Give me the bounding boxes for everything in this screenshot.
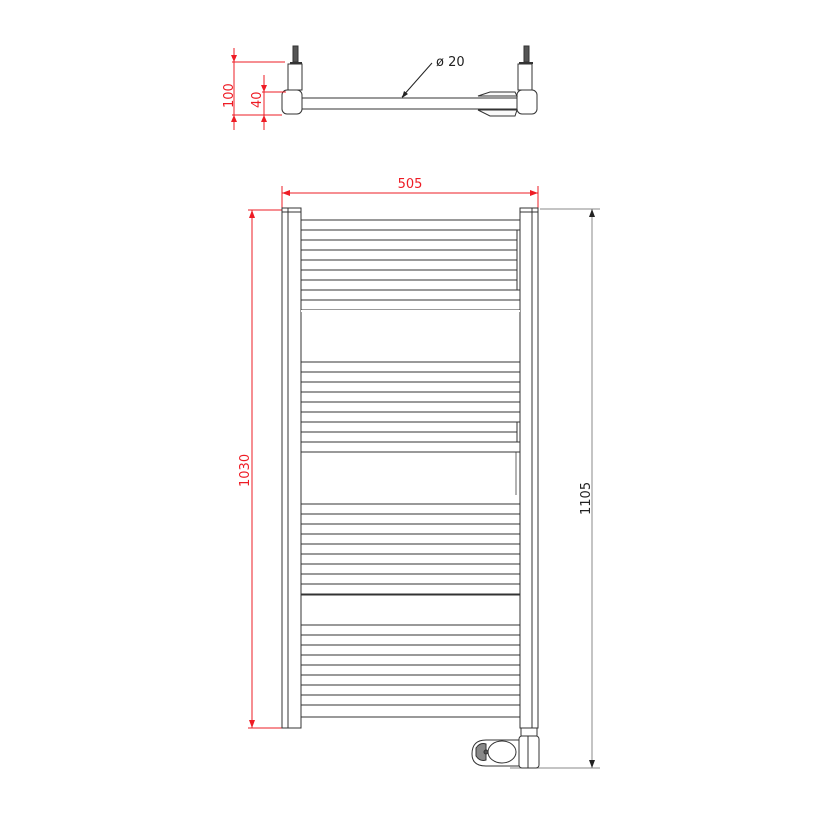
pipe-diameter-label: ø 20 [436,55,465,70]
pipe-diameter-leader: ø 20 [401,55,465,98]
left-wall-bracket [281,45,303,115]
depth-dimension: 100 [222,48,285,130]
total-height-dimension: 1105 [510,208,600,769]
width-dimension: 505 [281,177,539,210]
rail-height-dimension: 1030 [238,209,282,729]
right-wall-bracket [516,45,538,115]
left-rail [281,207,302,729]
top-pipe [301,91,518,117]
towel-bars [300,219,521,718]
front-view: 505 1030 1105 [238,177,600,769]
heating-element [471,727,540,769]
depth-label: 100 [222,83,237,108]
width-label: 505 [398,177,423,192]
total-height-label: 1105 [579,482,594,515]
rail-offset-label: 40 [250,91,265,108]
rail-height-label: 1030 [238,454,253,487]
top-view: ø 20 100 40 [222,45,538,130]
rail-offset-dimension: 40 [250,75,286,130]
